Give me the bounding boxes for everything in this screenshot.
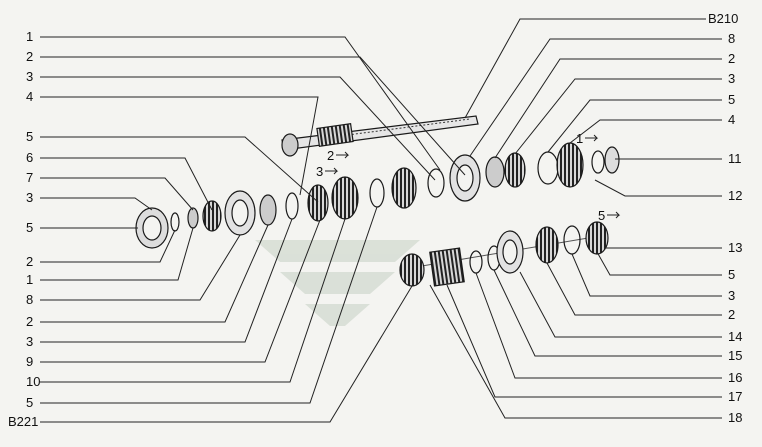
part-label-right: 17 [728, 389, 742, 404]
direction-callouts: 2 3 1 5 [316, 131, 621, 223]
part-label-left: 3 [26, 190, 33, 205]
left-leaders [40, 36, 466, 423]
part-label-right: 15 [728, 348, 742, 363]
watermark-logo [255, 240, 420, 326]
callout-label: 2 [327, 148, 334, 163]
washer [187, 207, 199, 229]
part-label-right: 4 [728, 112, 735, 127]
part-label-right: 3 [728, 288, 735, 303]
part-label-left: 2 [26, 314, 33, 329]
part-label-left: 5 [26, 220, 33, 235]
part-label-left: 8 [26, 292, 33, 307]
part-label-left: 2 [26, 49, 33, 64]
part-label-left: 7 [26, 170, 33, 185]
part-label-left: 3 [26, 69, 33, 84]
needle-bearing [429, 247, 465, 287]
lower-component-chain [399, 221, 609, 287]
part-label-left: 10 [26, 374, 40, 389]
part-label-right: 14 [728, 329, 742, 344]
part-label-right: 2 [728, 51, 735, 66]
main-shaft [281, 115, 479, 157]
gear-small [202, 200, 222, 232]
part-label-left: 9 [26, 354, 33, 369]
upper-component-chain [135, 142, 620, 249]
callout-label: 5 [598, 208, 605, 223]
part-label-right: 13 [728, 240, 742, 255]
part-label-right: 8 [728, 31, 735, 46]
part-label-left: 5 [26, 395, 33, 410]
part-label-left: 4 [26, 89, 33, 104]
right-label-column: B210 8 2 3 5 4 11 12 13 5 3 2 14 15 16 17 18 [708, 11, 742, 425]
part-label-left: B221 [8, 414, 38, 429]
gear [331, 176, 359, 220]
part-label-right: 18 [728, 410, 742, 425]
part-label-right: 16 [728, 370, 742, 385]
part-label-left: 5 [26, 129, 33, 144]
gear [391, 167, 417, 209]
part-label-left: 2 [26, 254, 33, 269]
part-label-right: 11 [728, 151, 742, 166]
part-label-left: 1 [26, 29, 33, 44]
gear-large [556, 142, 584, 188]
part-label-left: 3 [26, 334, 33, 349]
part-label-right: 3 [728, 71, 735, 86]
ring [259, 194, 277, 226]
pinion [399, 253, 425, 287]
part-label-left: 6 [26, 150, 33, 165]
callout-label: 3 [316, 164, 323, 179]
part-label-right: 12 [728, 188, 742, 203]
gear [585, 221, 609, 255]
part-label-right: B210 [708, 11, 738, 26]
callout-label: 1 [576, 131, 583, 146]
part-label-right: 2 [728, 307, 735, 322]
part-label-left: 1 [26, 272, 33, 287]
part-label-right: 5 [728, 267, 735, 282]
part-label-right: 5 [728, 92, 735, 107]
right-leaders [429, 18, 722, 419]
gear [307, 184, 329, 222]
circlip [170, 212, 180, 232]
